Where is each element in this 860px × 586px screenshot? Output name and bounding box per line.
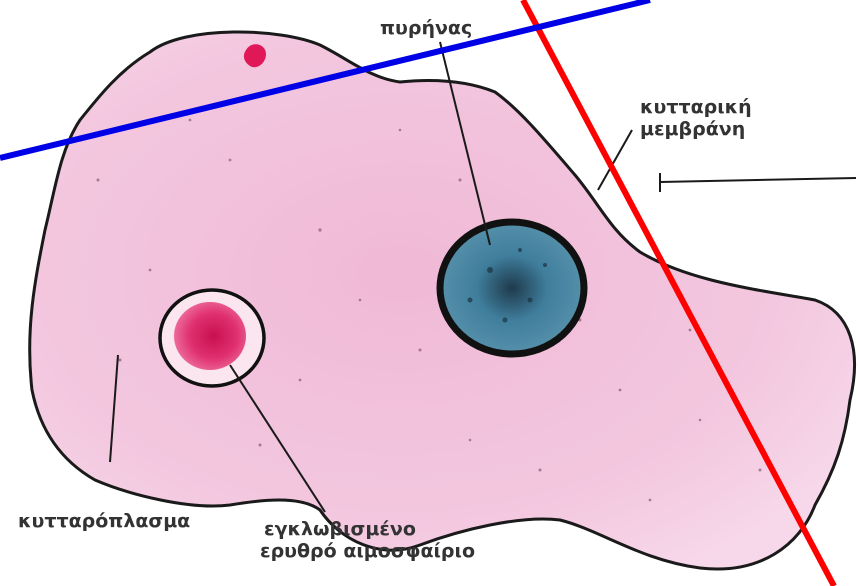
label-membrane-line2: μεμβράνη (640, 119, 752, 141)
label-cytoplasm: κυτταρόπλασμα (18, 511, 190, 533)
membrane-pointer (598, 130, 632, 190)
red-blood-cell (174, 302, 246, 370)
label-membrane: κυτταρική μεμβράνη (640, 97, 752, 141)
label-membrane-line1: κυτταρική (640, 97, 752, 119)
label-rbc: εγκλωβισμένο ερυθρό αιμοσφαίριο (260, 519, 475, 563)
nucleus (440, 222, 584, 354)
label-rbc-line1: εγκλωβισμένο (260, 519, 475, 541)
right-arrow-line (660, 178, 856, 182)
label-nucleus: πυρήνας (380, 18, 472, 40)
label-rbc-line2: ερυθρό αιμοσφαίριο (260, 541, 475, 563)
